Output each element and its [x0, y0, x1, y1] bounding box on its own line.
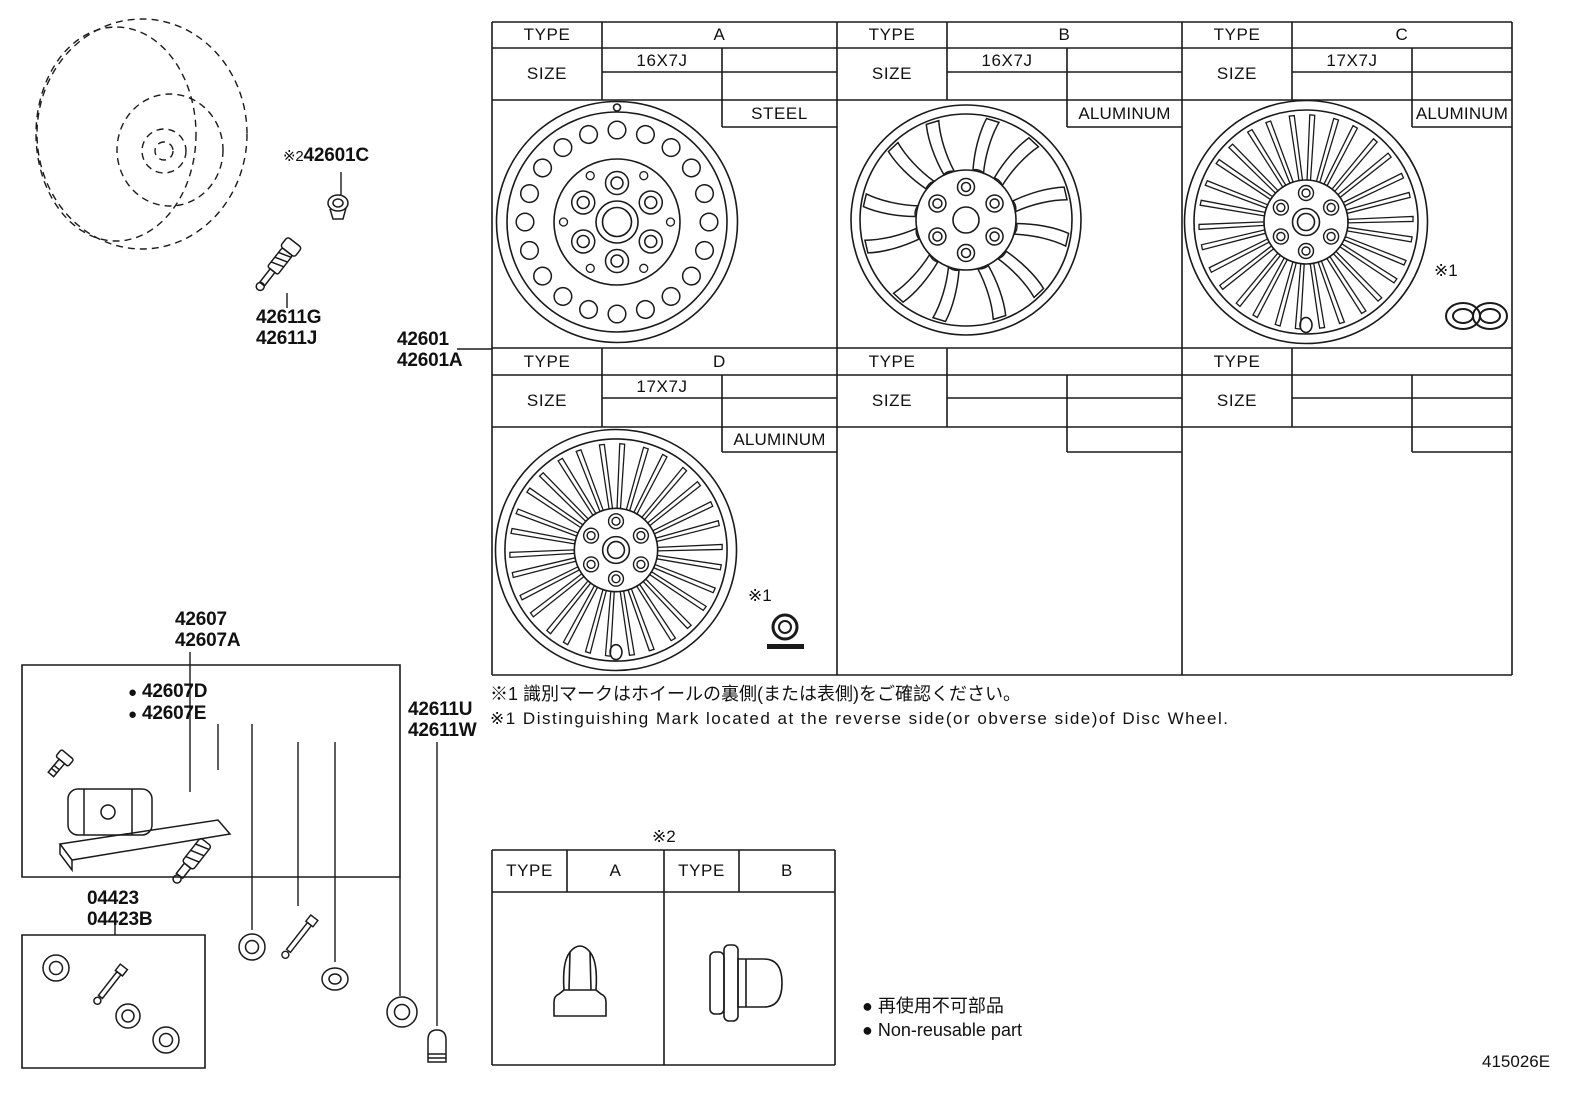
part-number-42607d: ● 42607D: [128, 681, 208, 702]
wheel-type-c-aluminum-illustration: [1183, 99, 1429, 345]
part-number-42611w: 42611W: [408, 720, 477, 741]
nonreusable-bullet: ●: [128, 706, 137, 723]
part-number-42607: 42607: [175, 609, 227, 630]
sensor-housing-icon: [67, 788, 153, 836]
type-header: TYPE: [523, 351, 571, 371]
ident-mark-c: ※1: [1434, 261, 1458, 280]
material-label-a: STEEL: [751, 103, 808, 123]
nut-type-header: TYPE: [678, 861, 725, 880]
figure-code: 415026E: [1482, 1052, 1551, 1071]
size-value-b: 16X7J: [981, 50, 1033, 70]
type-value-d: D: [713, 351, 726, 371]
note-japanese: ※1 識別マークはホイールの裏側(または表側)をご確認ください。: [490, 684, 1021, 704]
wheel-type-a-steel-illustration: [495, 100, 739, 344]
size-header: SIZE: [526, 391, 568, 410]
type-value-a: A: [713, 25, 726, 44]
sensor-screw-icon: [47, 749, 74, 778]
leader-lines: [114, 172, 492, 1026]
reuse-mark: ※2: [283, 148, 304, 165]
nut-type-a: A: [609, 861, 622, 880]
kit-washer-icon: [115, 1003, 141, 1029]
part-number-04423b: 04423B: [87, 909, 153, 930]
nut-table-mark: ※2: [652, 827, 676, 846]
part-number-42611j: 42611J: [256, 328, 318, 349]
lug-nut-type-a-illustration: [553, 945, 607, 1017]
size-header: SIZE: [871, 391, 913, 410]
part-number-42601: 42601: [397, 329, 449, 350]
part-washer-icon: [321, 967, 349, 991]
material-label-c: ALUMINUM: [1415, 103, 1509, 123]
size-header: SIZE: [1216, 391, 1258, 410]
size-header: SIZE: [526, 64, 568, 83]
tire-illustration: [35, 18, 248, 250]
legend-nonreusable-en: ● Non-reusable part: [862, 1020, 1022, 1040]
kit-grommet-icon: [42, 954, 70, 982]
part-nut-grommet-icon: [238, 933, 266, 961]
part-number-42601a: 42601A: [397, 350, 463, 371]
size-value-d: 17X7J: [636, 376, 688, 396]
type-value-c: C: [1395, 25, 1409, 44]
part-number-42611g: 42611G: [256, 307, 322, 328]
part-number-42601c: ※242601C: [283, 146, 369, 166]
kit-nut-icon: [152, 1026, 180, 1054]
size-header: SIZE: [1216, 64, 1258, 83]
part-number-42607a: 42607A: [175, 630, 241, 651]
material-label-d: ALUMINUM: [733, 429, 826, 449]
legend-nonreusable-jp: ● 再使用不可部品: [862, 996, 1004, 1016]
size-header: SIZE: [871, 64, 913, 83]
valve-repair-kit-illustration: [42, 954, 180, 1054]
part-number-text: 42607D: [141, 681, 208, 702]
distinguishing-mark-ring-stamp-icon: [767, 613, 804, 649]
nut-type-header: TYPE: [506, 861, 553, 880]
material-label-b: ALUMINUM: [1078, 103, 1171, 123]
type-header: TYPE: [1213, 351, 1261, 371]
kit-core-icon: [93, 963, 129, 1006]
part-valve-cap-icon: [427, 1029, 447, 1063]
nut-type-b: B: [781, 861, 793, 880]
part-number-42611u: 42611U: [408, 699, 473, 720]
note-english: ※1 Distinguishing Mark located at the re…: [490, 709, 1230, 728]
sensor-base-plate-icon: [58, 819, 232, 873]
type-header: TYPE: [868, 25, 916, 44]
kit-box: [21, 934, 206, 1069]
part-number-04423: 04423: [87, 888, 139, 909]
part-number-42607e: ● 42607E: [128, 704, 206, 724]
nut-table-grid: [491, 849, 836, 1066]
wheel-type-b-aluminum-illustration: [850, 104, 1082, 336]
type-header: TYPE: [868, 351, 916, 371]
tpms-sensor-assembly-illustration: [47, 749, 232, 884]
size-value-c: 17X7J: [1326, 50, 1378, 70]
part-number-text: 42607E: [141, 703, 207, 724]
part-number-text: 42601C: [303, 145, 370, 166]
ident-mark-d: ※1: [748, 586, 772, 605]
type-header: TYPE: [1213, 25, 1261, 44]
nonreusable-bullet: ●: [128, 684, 137, 701]
part-42611g-valve-illustration: [255, 237, 302, 292]
lug-nut-type-b-illustration: [709, 944, 783, 1022]
size-value-a: 16X7J: [636, 50, 688, 70]
part-valve-nut-icon: [386, 996, 418, 1028]
part-valve-core-icon: [281, 913, 319, 959]
part-42601c-illustration: [327, 194, 349, 220]
sensor-valve-stem-icon: [172, 838, 212, 884]
wheel-type-d-aluminum-illustration: [494, 428, 738, 672]
distinguishing-mark-rings-icon: [1445, 302, 1508, 330]
type-value-b: B: [1058, 25, 1071, 44]
type-header: TYPE: [523, 25, 571, 44]
